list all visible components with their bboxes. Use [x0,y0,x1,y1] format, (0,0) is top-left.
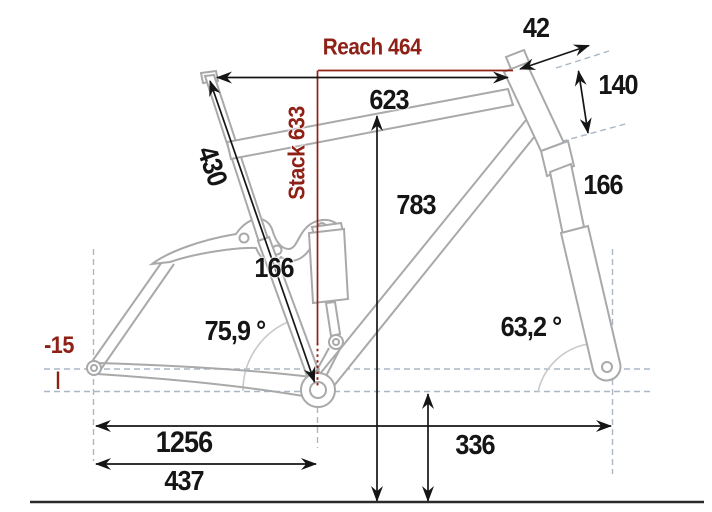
front-axle [601,361,613,373]
rear-axle [90,364,98,372]
shock [307,221,350,383]
fork-travel-label: 140 [598,69,638,100]
stem-length-label: 42 [522,12,550,43]
fork [539,139,622,382]
seatstay-lower-line [98,263,175,373]
fork-dim-label: 166 [583,169,623,200]
down-tube [313,118,541,394]
dim-140-arrow [574,70,592,134]
head-angle-arc [537,343,589,393]
chainstay-lower-line [96,373,316,399]
seat-angle-label: 75,9 ° [204,315,267,346]
bb-drop-label: -15 [44,332,74,359]
fork-travel-bottom-guide [551,122,630,145]
bike-frame [86,48,622,408]
dimension-arrows [95,44,612,502]
standover-label: 783 [396,189,436,220]
shock-eyelet-bolt [332,338,340,346]
dim-42-arrow [519,44,590,70]
fork-stanchion [548,162,586,237]
shock-shaft [324,300,342,338]
reach-label: Reach 464 [322,33,422,60]
rocker-pivot-1 [238,232,250,244]
head-angle-label: 63,2 ° [500,311,563,342]
shock-dim-label: 166 [254,252,294,283]
cockpit-length-label: 623 [369,84,409,115]
shock-body [307,227,350,305]
dim-430-arrow [209,80,316,383]
chainstay-label: 437 [164,465,204,496]
seatstay-upper-line [90,258,165,364]
chainstay-upper-line [98,362,312,378]
stack-label: Stack 633 [283,106,310,200]
bb-spindle [309,381,327,399]
guide-lines [44,50,650,474]
reach-stack-lines [56,69,513,389]
fork-lowers [559,224,622,382]
bb-height-label: 336 [455,429,495,460]
wheelbase-label: 1256 [155,426,213,459]
